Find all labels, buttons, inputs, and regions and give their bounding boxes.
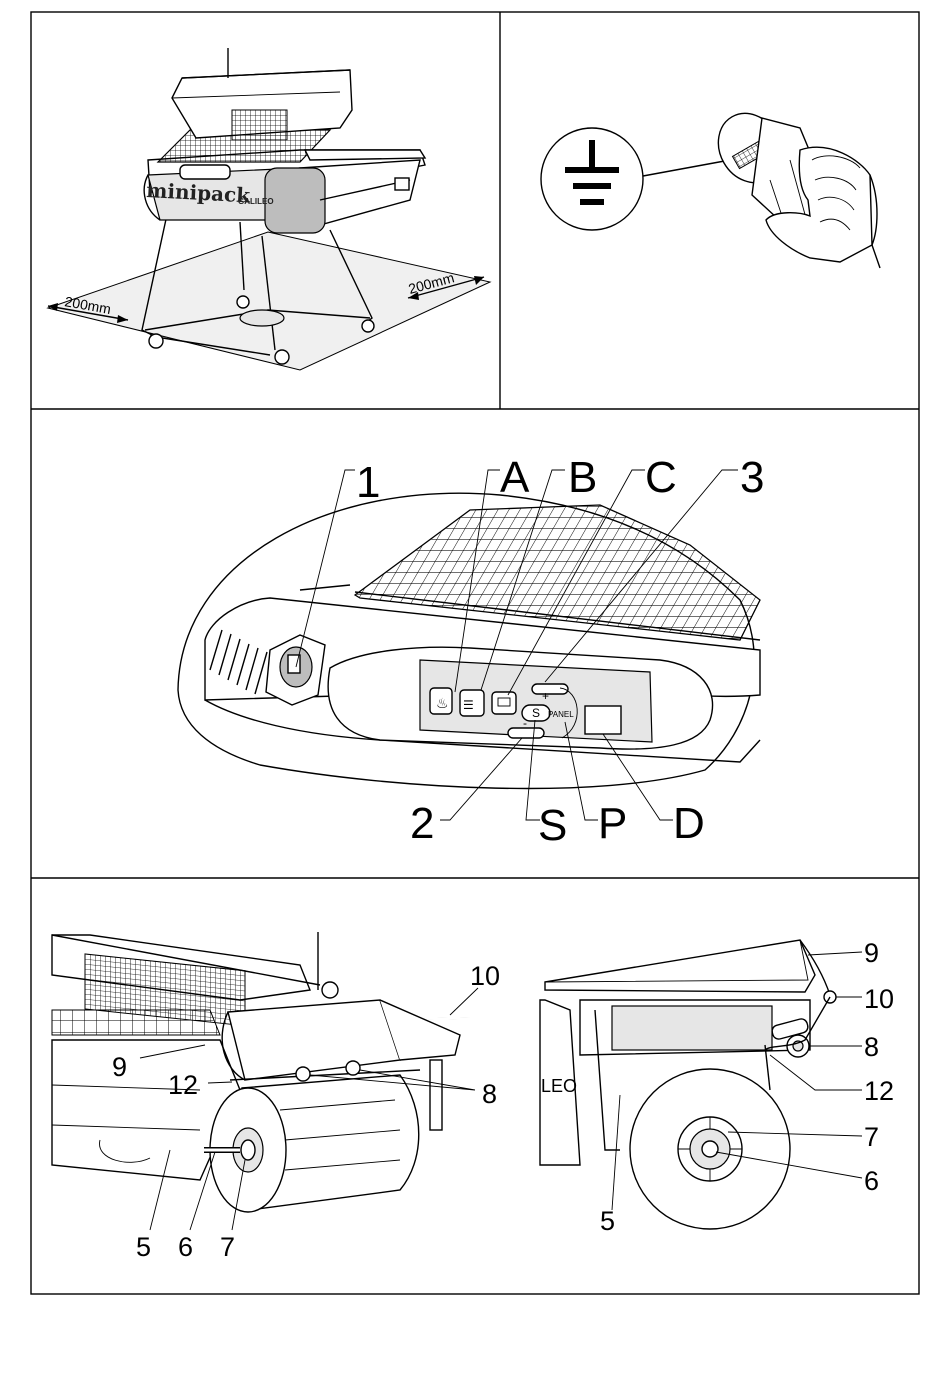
right-callout-12: 12 [864, 1076, 894, 1106]
button-plus[interactable] [532, 684, 568, 694]
left-callout-10: 10 [470, 961, 500, 991]
right-callout-10: 10 [864, 984, 894, 1014]
left-callout-9: 9 [112, 1052, 127, 1082]
callout-D: D [673, 799, 705, 848]
left-callout-5: 5 [136, 1232, 151, 1262]
right-callout-9: 9 [864, 938, 879, 968]
panel-film-roll-perspective: 10 9 12 8 5 6 7 [52, 932, 500, 1262]
callout-P: P [598, 799, 627, 848]
packing-machine: minipack GALILEO [144, 48, 425, 233]
svg-text:☰: ☰ [463, 698, 474, 712]
panel-text: PANEL [548, 710, 574, 719]
display-window [585, 706, 621, 734]
right-callout-6: 6 [864, 1166, 879, 1196]
button-plus-label: + [542, 689, 549, 703]
button-minus-label: - [523, 716, 527, 730]
button-cycle[interactable] [492, 692, 516, 714]
callout-B: B [568, 453, 597, 502]
callout-1: 1 [356, 458, 380, 507]
left-callout-7: 7 [220, 1232, 235, 1262]
right-callout-8: 8 [864, 1032, 879, 1062]
left-callout-8: 8 [482, 1079, 497, 1109]
panel-installation-clearance: 200mm 200mm min [48, 48, 490, 370]
callout-2: 2 [410, 799, 434, 848]
callout-S: S [538, 801, 567, 850]
panel-earth-connection [541, 102, 880, 268]
panel-film-roll-side-view: LEO 9 10 8 12 7 6 5 [540, 938, 894, 1236]
side-brand-fragment: LEO [541, 1076, 577, 1096]
brand-sub: GALILEO [238, 197, 274, 206]
left-callout-6: 6 [178, 1232, 193, 1262]
right-callout-5: 5 [600, 1206, 615, 1236]
left-callout-12: 12 [168, 1070, 198, 1100]
callout-A: A [500, 453, 530, 502]
panel-control-panel: ♨ ☰ + S PANEL - 1 A B C 3 [178, 453, 764, 850]
ground-icon [541, 128, 643, 230]
right-callout-7: 7 [864, 1122, 879, 1152]
button-s-label: S [532, 706, 540, 720]
callout-3: 3 [740, 453, 764, 502]
svg-text:♨: ♨ [436, 695, 449, 711]
callout-C: C [645, 453, 677, 502]
